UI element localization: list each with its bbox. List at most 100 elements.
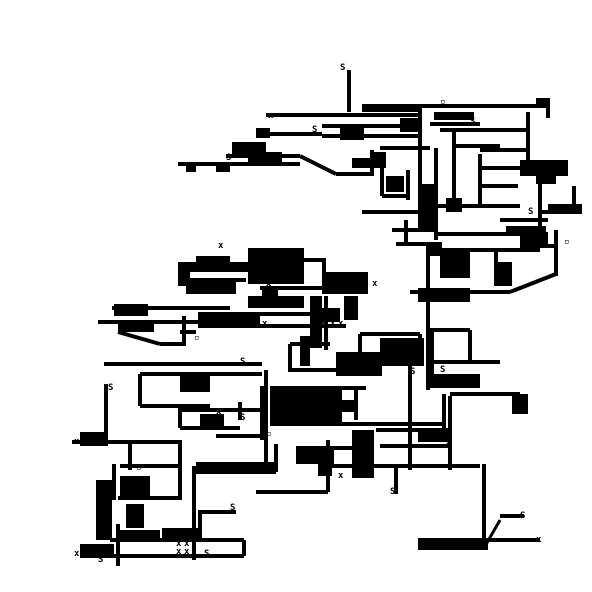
wall-segment [256,490,328,494]
treasure-marker: x [74,437,80,447]
wall-segment [430,328,470,332]
wall-segment [110,538,244,542]
wall-segment [406,170,410,200]
spawn-marker: S [520,511,525,521]
wall-segment [274,444,278,472]
spawn-marker: S [340,63,345,73]
wall-segment [114,304,148,316]
wall-segment [482,464,486,548]
wall-segment [428,374,480,388]
wall-segment [442,394,446,440]
wall-segment [324,296,328,350]
wall-segment [98,320,250,324]
treasure-marker: x [176,547,182,557]
treasure-marker: x [184,547,190,557]
wall-segment [180,262,254,272]
spawn-marker: S [528,207,533,217]
wall-segment [362,210,420,214]
wall-segment [196,462,276,472]
wall-segment [186,282,236,294]
treasure-marker: x [262,319,268,329]
wall-segment [344,296,358,320]
wall-segment [500,514,524,518]
treasure-marker: x [216,407,222,417]
wall-segment [120,530,160,540]
wall-segment [316,398,326,408]
wall-segment [140,404,210,408]
wall-segment [242,540,246,556]
spawn-marker: S [356,125,361,135]
wall-segment [216,434,262,438]
wall-segment [326,400,354,412]
wall-segment [80,544,114,558]
spawn-marker: S [230,503,235,513]
wall-segment [420,104,548,108]
door-marker: ▫ [406,123,411,133]
wall-segment [299,154,337,176]
wall-segment [480,184,518,188]
door-marker: ▫ [378,349,383,359]
spawn-marker: S [456,205,461,215]
wall-segment [260,286,324,290]
door-marker: ▫ [194,333,199,343]
wall-segment [506,226,546,236]
spawn-marker: S [240,357,245,367]
wall-segment [436,232,548,236]
wall-segment [162,528,202,538]
treasure-marker: x [320,319,326,329]
spawn-marker: S [98,555,103,565]
wall-segment [360,332,420,336]
spawn-marker: S [240,413,245,423]
wall-segment [362,104,420,112]
wall-segment [258,324,346,328]
wall-segment [430,122,480,126]
wall-segment [420,198,436,210]
wall-segment [340,124,364,140]
wall-segment [160,342,184,346]
wall-segment [336,172,372,176]
door-marker: ▫ [136,463,141,473]
wall-segment [380,146,430,150]
wall-segment [436,248,540,252]
wall-segment [198,312,260,328]
wall-segment [480,148,528,152]
treasure-marker: x [254,319,260,329]
treasure-marker: x [268,111,274,121]
wall-segment [248,152,282,164]
wall-segment [396,242,440,246]
wall-segment [340,422,446,426]
treasure-marker: x [256,129,262,139]
wall-segment [450,392,520,396]
wall-segment [418,428,448,442]
wall-segment [138,374,142,406]
treasure-marker: x [218,241,224,251]
treasure-marker: x [330,319,336,329]
wall-segment [434,148,438,240]
wall-segment [354,390,358,420]
wall-segment [300,336,310,366]
wall-segment [118,322,154,332]
wall-segment [290,368,364,372]
wall-segment [538,168,542,232]
treasure-marker: x [338,319,344,329]
wall-segment [112,464,116,500]
treasure-marker: x [216,415,222,425]
spawn-marker: S [226,153,231,163]
wall-segment [440,128,528,132]
wall-segment [380,160,384,196]
wall-segment [296,446,352,450]
wall-layer [72,70,582,566]
wall-segment [322,258,326,284]
spawn-marker: S [410,367,415,377]
wall-segment [496,262,512,286]
wall-segment [418,538,488,550]
wall-segment [526,112,530,160]
wall-segment [180,376,210,392]
wall-segment [270,422,360,426]
wall-segment [446,198,462,212]
wall-segment [430,330,434,376]
wall-segment [200,414,224,428]
wall-segment [454,144,500,148]
